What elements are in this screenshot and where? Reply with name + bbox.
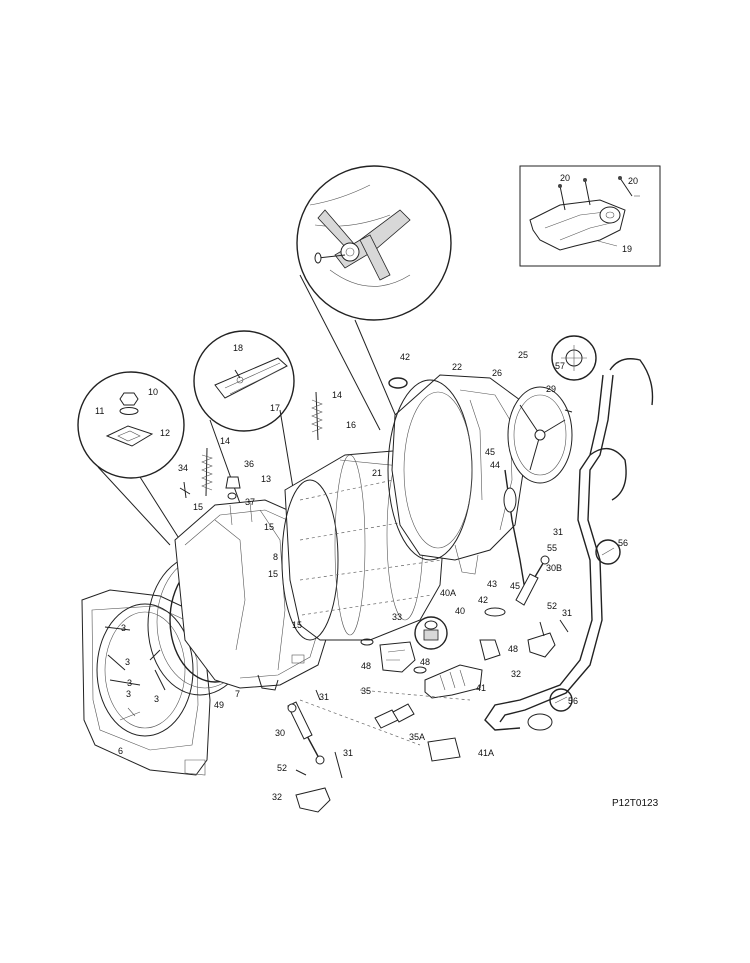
label-31: 31 [343,748,353,758]
label-32: 32 [272,792,282,802]
label-13: 13 [261,474,271,484]
pump-assembly [299,607,506,762]
label-40A: 40A [440,588,456,598]
label-42: 42 [400,352,410,362]
callout-circle-weight [193,330,301,546]
label-11: 11 [95,406,104,416]
feet-brackets [295,619,569,813]
label-6: 6 [118,746,123,756]
label-10: 10 [148,387,158,397]
label-17: 17 [270,403,280,413]
diagram-code: P12T0123 [612,798,659,809]
label-48: 48 [508,644,518,654]
label-20: 20 [628,176,638,186]
label-3: 3 [154,694,159,704]
label-32: 32 [511,669,521,679]
label-45: 45 [510,581,520,591]
label-42: 42 [478,595,488,605]
label-30B: 30B [546,563,562,573]
outer-tub-rear [387,374,573,575]
label-19: 19 [622,244,632,254]
callout-circle-nut [77,371,185,546]
label-48: 48 [361,661,371,671]
label-48: 48 [420,657,430,667]
label-3: 3 [121,623,126,633]
label-3: 3 [125,657,130,667]
label-21: 21 [372,468,382,478]
label-7: 7 [235,689,240,699]
label-3: 3 [126,689,131,699]
label-14: 14 [332,390,342,400]
front-panel [81,589,211,776]
label-57: 57 [555,361,565,371]
label-18: 18 [233,343,243,353]
part-labels: 20 20 19 18 17 10 11 12 14 14 16 21 42 2… [95,173,659,809]
label-25: 25 [518,350,528,360]
label-52: 52 [277,763,287,773]
inset-box-bracket [519,165,661,267]
label-8: 8 [273,552,278,562]
label-3: 3 [127,678,132,688]
label-37: 37 [245,497,255,507]
label-15: 15 [264,522,274,532]
label-41: 41 [476,683,486,693]
label-15: 15 [193,502,203,512]
label-43: 43 [487,579,497,589]
label-49: 49 [214,700,224,710]
label-35: 35 [361,686,371,696]
label-35A: 35A [409,732,425,742]
label-52: 52 [547,601,557,611]
label-31: 31 [562,608,572,618]
shock-absorbers [287,555,550,765]
label-15: 15 [292,620,302,630]
label-31: 31 [553,527,563,537]
small-fasteners [179,476,241,500]
label-44: 44 [490,460,500,470]
label-55: 55 [547,543,557,553]
label-34: 34 [178,463,188,473]
label-56: 56 [568,696,578,706]
label-33: 33 [392,612,402,622]
label-30: 30 [275,728,285,738]
label-20: 20 [560,173,570,183]
label-14: 14 [220,436,230,446]
label-45: 45 [485,447,495,457]
label-36: 36 [244,459,254,469]
hoses [484,335,654,731]
label-22: 22 [452,362,462,372]
label-40: 40 [455,606,465,616]
label-56: 56 [618,538,628,548]
label-26: 26 [492,368,502,378]
label-29: 29 [546,384,556,394]
springs [201,391,323,497]
label-15: 15 [268,569,278,579]
label-41A: 41A [478,748,494,758]
label-31: 31 [319,692,329,702]
label-12: 12 [160,428,170,438]
label-16: 16 [346,420,356,430]
